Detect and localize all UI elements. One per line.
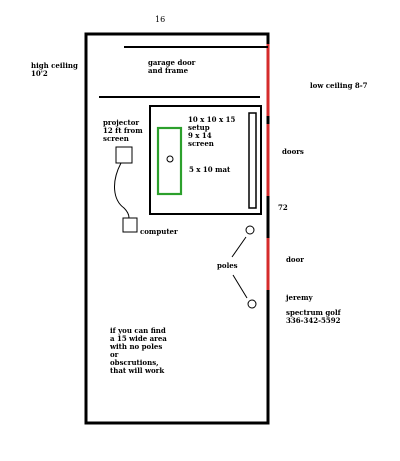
- projector-box: [115, 146, 133, 164]
- poles-pointer-lower: [232, 274, 248, 299]
- mat-label: 5 x 10 mat: [189, 165, 231, 174]
- pole-upper: [245, 225, 255, 235]
- setup-label: 10 x 10 x 15 setup 9 x 14 screen: [188, 115, 236, 148]
- garage-door-label: garage door and frame: [148, 58, 196, 75]
- width-dimension-label: 16: [155, 15, 166, 24]
- screen: [248, 112, 257, 209]
- computer-label: computer: [140, 227, 178, 236]
- pole-lower: [247, 299, 257, 309]
- poles-label: poles: [217, 261, 238, 270]
- poles-pointer-upper: [231, 236, 247, 258]
- tee-marker: [166, 155, 174, 163]
- projector-label: projector 12 ft from screen: [103, 118, 143, 143]
- dimension-72-label: 72: [278, 203, 288, 212]
- high-ceiling-label: high ceiling 10'2: [31, 61, 78, 78]
- computer-box: [122, 217, 138, 233]
- instruction-note: if you can find a 15 wide area with no p…: [110, 326, 167, 375]
- projector-cable: [114, 162, 130, 219]
- door-label: door: [286, 255, 304, 264]
- contact-company-label: spectrum golf 336-342-5592: [286, 308, 341, 325]
- contact-name-label: jeremy: [286, 293, 313, 302]
- mat: [156, 126, 183, 196]
- room-outline: [84, 32, 270, 425]
- doors-label: doors: [282, 147, 304, 156]
- low-ceiling-label: low ceiling 8-7: [310, 81, 368, 90]
- setup-area: [149, 105, 262, 215]
